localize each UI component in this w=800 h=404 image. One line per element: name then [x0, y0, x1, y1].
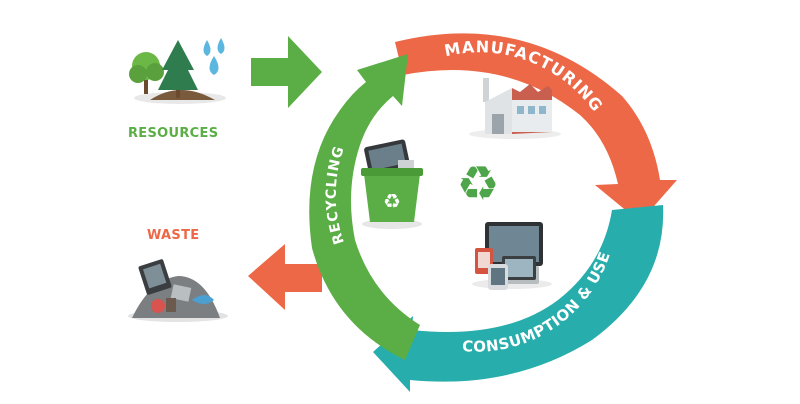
recycle-bin-icon: ♻: [361, 139, 423, 229]
resources-arrow: [251, 36, 322, 108]
trees-icon: [129, 40, 226, 104]
resources-label: RESOURCES: [128, 126, 219, 141]
garbage-pile-icon: [128, 259, 228, 322]
svg-text:RECYCLING: RECYCLING: [324, 144, 348, 246]
manufacturing-arc: [395, 33, 677, 222]
recycle-symbol-icon: ♻: [456, 156, 499, 212]
recycling-label: RECYCLING: [324, 144, 347, 246]
svg-text:♻: ♻: [383, 189, 401, 213]
svg-text:♻: ♻: [456, 156, 499, 212]
consumption-arc: [373, 205, 664, 392]
recycling-arc: [309, 54, 420, 360]
waste-arrow: [248, 244, 322, 310]
factory-icon: [469, 78, 561, 139]
water-drops-icon: [203, 38, 225, 75]
devices-icon: [472, 222, 552, 290]
waste-label: WASTE: [147, 228, 200, 243]
